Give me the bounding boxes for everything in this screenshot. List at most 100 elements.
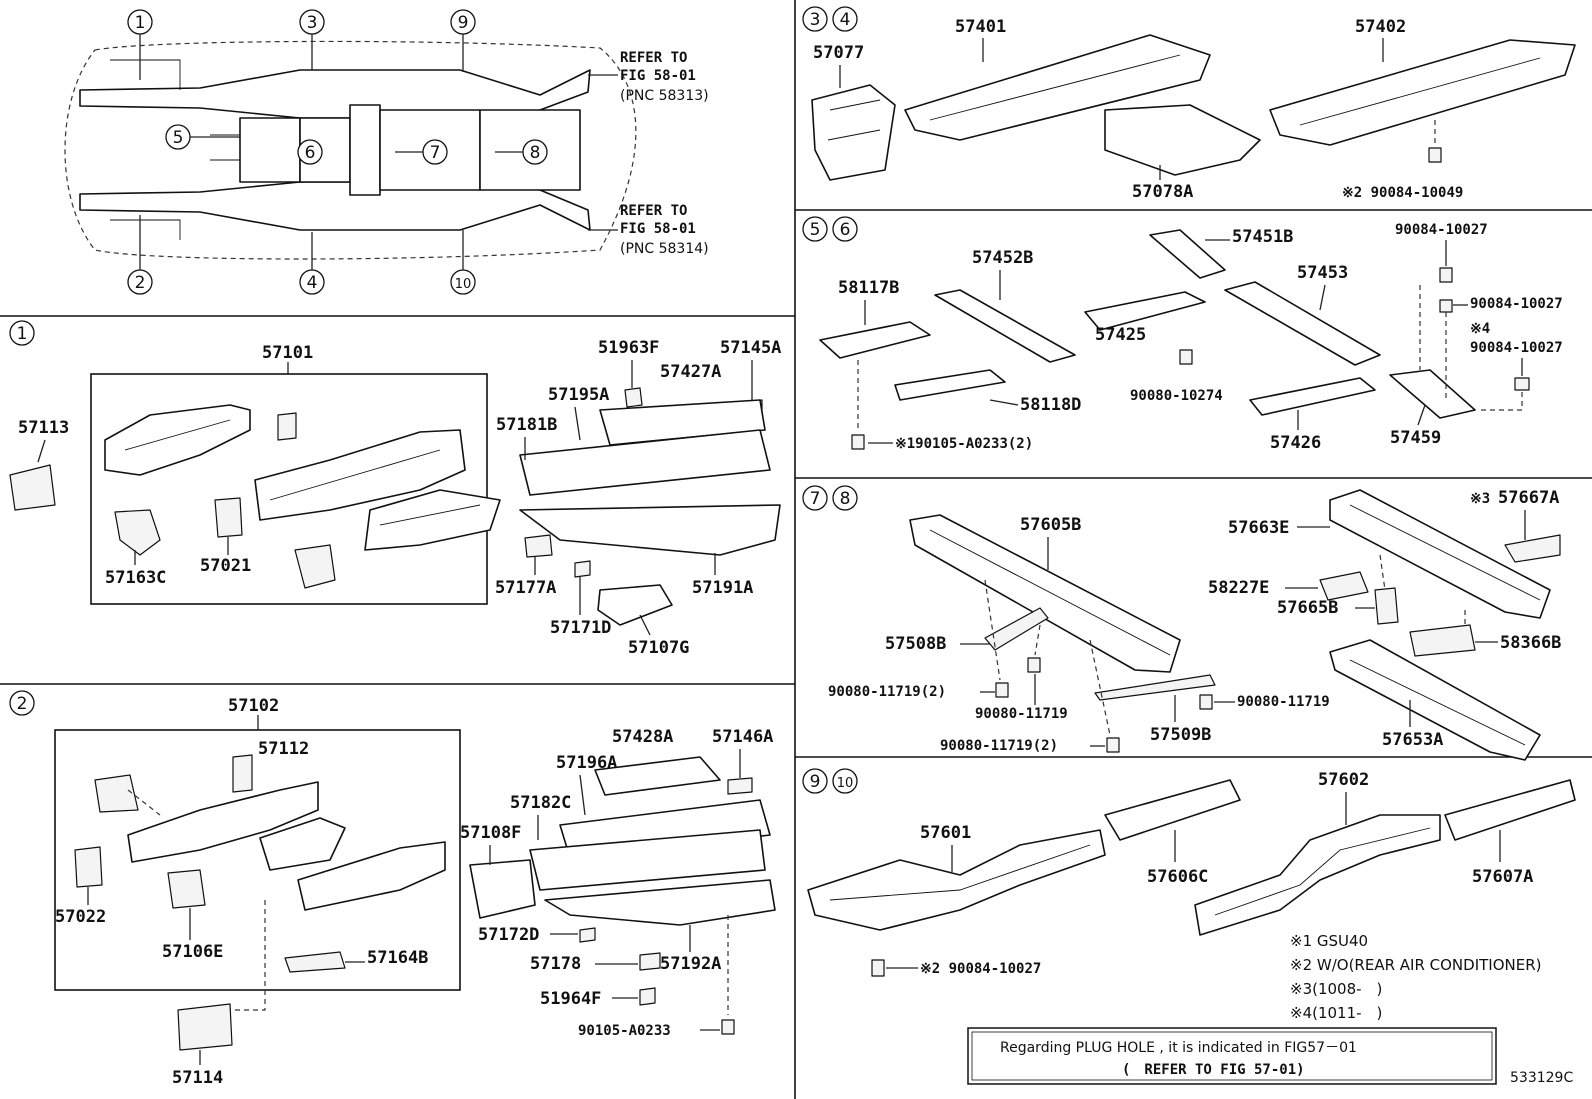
part-57452B bbox=[934, 289, 1076, 363]
label-57164B: 57164B bbox=[367, 948, 428, 968]
label-90084-10027-mid: 90084-10027 bbox=[1470, 296, 1563, 312]
label-57177A: 57177A bbox=[495, 578, 556, 598]
svg-text:1: 1 bbox=[135, 13, 146, 33]
label-mark3: ※3 bbox=[1470, 491, 1490, 507]
overview-marker-2: 2 bbox=[127, 215, 153, 295]
svg-text:3: 3 bbox=[307, 13, 318, 33]
label-57451B: 57451B bbox=[1232, 227, 1293, 247]
section-5-6: 5 6 58117B 57452B 57451B 57453 57425 581… bbox=[802, 216, 1563, 453]
part-57182C bbox=[529, 829, 766, 891]
label-57172D: 57172D bbox=[478, 925, 539, 945]
part-57164B bbox=[284, 951, 346, 973]
overview-panel: 1 2 3 4 5 6 7 bbox=[64, 9, 709, 295]
label-90080-11719-2a: 90080-11719(2) bbox=[828, 684, 946, 700]
overview-marker-3: 3 bbox=[299, 9, 325, 70]
part-57172D bbox=[579, 927, 596, 943]
refer-upper-line3: (PNC 58313) bbox=[620, 88, 709, 104]
part-57401 bbox=[904, 34, 1211, 141]
note-4: ※4(1011- ) bbox=[1290, 1004, 1382, 1022]
section-3-4: 3 4 57077 57401 57402 57078A ※2 90084-10… bbox=[802, 6, 1576, 202]
refer-upper-line1: REFER TO bbox=[620, 50, 687, 66]
overview-marker-9: 9 bbox=[450, 9, 476, 72]
clip-90084-10027-top bbox=[1439, 267, 1453, 283]
assembly-box-57101 bbox=[90, 373, 488, 605]
overview-marker-4: 4 bbox=[299, 232, 325, 295]
label-57112: 57112 bbox=[258, 739, 309, 759]
label-57106E: 57106E bbox=[162, 942, 223, 962]
tunnel-lines bbox=[210, 134, 240, 161]
cross-member bbox=[349, 104, 381, 196]
svg-text:5: 5 bbox=[173, 128, 184, 148]
bolt-90105-A0233 bbox=[721, 915, 735, 1035]
overview-marker-1: 1 bbox=[127, 9, 153, 80]
section-1-marker: 1 bbox=[9, 320, 35, 346]
bolt-90080-11719-d bbox=[1089, 639, 1120, 753]
label-57022: 57022 bbox=[55, 907, 106, 927]
part-57171D bbox=[574, 560, 591, 578]
refer-upper-line2: FIG 58-01 bbox=[620, 68, 696, 84]
label-90084-10049: ※2 90084-10049 bbox=[1342, 185, 1463, 201]
svg-text:6: 6 bbox=[305, 143, 316, 163]
label-57113: 57113 bbox=[18, 418, 69, 438]
label-90080-11719-c: 90080-11719 bbox=[1237, 694, 1330, 710]
label-57402: 57402 bbox=[1355, 17, 1406, 37]
section-9-10: 9 10 57601 57606C 57602 57607A ※2 90084-… bbox=[802, 768, 1576, 1086]
part-57451B bbox=[1149, 229, 1226, 279]
note-1: ※1 GSU40 bbox=[1290, 932, 1368, 950]
bolt-90084-10049 bbox=[1428, 120, 1442, 163]
section-8-marker: 8 bbox=[832, 485, 858, 511]
part-57426 bbox=[1249, 377, 1376, 416]
detail-57663E bbox=[1349, 504, 1541, 601]
label-57163C: 57163C bbox=[105, 568, 166, 588]
part-57601 bbox=[807, 829, 1106, 931]
upper-rail bbox=[79, 69, 591, 119]
label-57653A: 57653A bbox=[1382, 730, 1443, 750]
part-rail-main-1 bbox=[254, 429, 466, 521]
svg-text:10: 10 bbox=[455, 277, 472, 292]
section-3-marker: 3 bbox=[802, 6, 828, 32]
label-57192A: 57192A bbox=[660, 954, 721, 974]
part-clip-1 bbox=[277, 412, 297, 441]
label-57665B: 57665B bbox=[1277, 598, 1338, 618]
label-57102: 57102 bbox=[228, 696, 279, 716]
label-57605B: 57605B bbox=[1020, 515, 1081, 535]
part-58227E bbox=[1319, 571, 1369, 601]
clip-90084-10027-mid bbox=[1439, 299, 1453, 313]
label-57459: 57459 bbox=[1390, 428, 1441, 448]
part-57605B bbox=[909, 514, 1181, 673]
part-rail-rear-2 bbox=[297, 841, 446, 911]
label-58117B: 58117B bbox=[838, 278, 899, 298]
refer-lower-line2: FIG 58-01 bbox=[620, 221, 696, 237]
label-57196A: 57196A bbox=[556, 753, 617, 773]
label-57509B: 57509B bbox=[1150, 725, 1211, 745]
overview-marker-10: 10 bbox=[450, 230, 476, 295]
detail-57653A bbox=[1349, 659, 1526, 746]
part-57428A bbox=[594, 756, 721, 796]
svg-text:4: 4 bbox=[840, 10, 851, 30]
part-58117B bbox=[819, 321, 931, 359]
part-57106E bbox=[167, 869, 206, 909]
part-57425 bbox=[1084, 291, 1206, 331]
label-mark4: ※4 bbox=[1470, 321, 1490, 337]
section-4-marker: 4 bbox=[832, 6, 858, 32]
part-57453 bbox=[1224, 281, 1381, 366]
label-57602: 57602 bbox=[1318, 770, 1369, 790]
label-57427A: 57427A bbox=[660, 362, 721, 382]
svg-text:2: 2 bbox=[17, 694, 28, 714]
detail-57401 bbox=[929, 54, 1181, 121]
detail-57077 bbox=[827, 99, 881, 141]
label-57601: 57601 bbox=[920, 823, 971, 843]
part-57107G bbox=[597, 584, 673, 626]
figure-id: 533129C bbox=[1510, 1070, 1573, 1086]
label-57178: 57178 bbox=[530, 954, 581, 974]
svg-text:9: 9 bbox=[810, 772, 821, 792]
part-58118D bbox=[894, 369, 1006, 401]
svg-text:10: 10 bbox=[837, 776, 854, 791]
refer-lower-line3: (PNC 58314) bbox=[620, 241, 709, 257]
label-58227E: 58227E bbox=[1208, 578, 1269, 598]
svg-text:5: 5 bbox=[810, 220, 821, 240]
part-57606C bbox=[1104, 779, 1241, 841]
label-90080-11719-2d: 90080-11719(2) bbox=[940, 738, 1058, 754]
part-57022 bbox=[74, 846, 103, 888]
